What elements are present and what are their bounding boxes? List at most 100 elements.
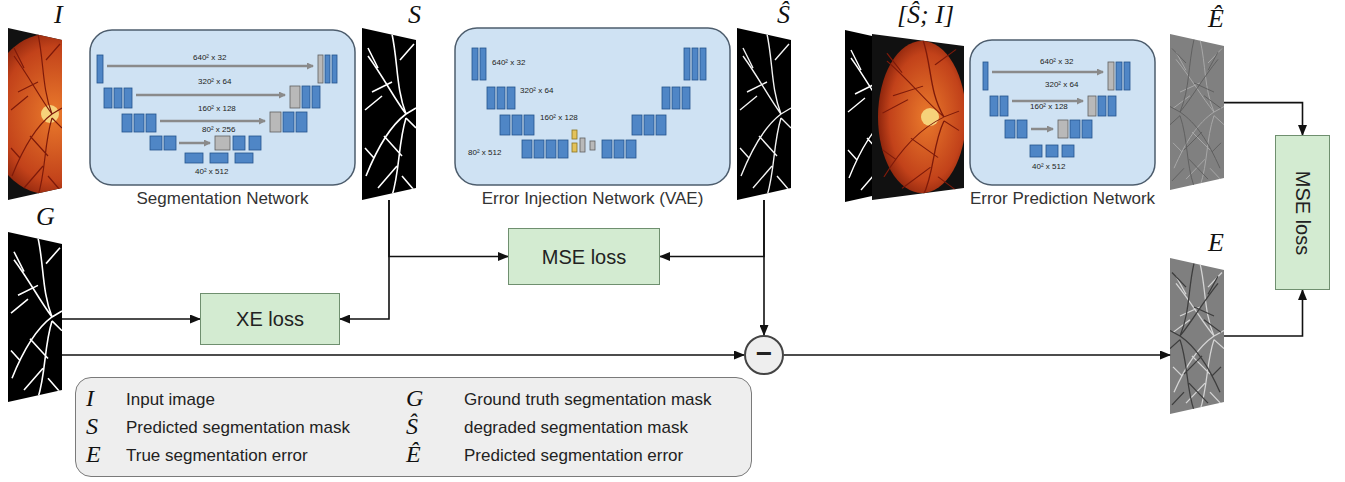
illustration-part <box>0 28 110 200</box>
legend-text: Input image <box>126 390 215 410</box>
legend-text: Predicted segmentation mask <box>126 418 350 438</box>
legend-symbol: G <box>406 386 423 410</box>
legend-text: True segmentation error <box>126 446 308 466</box>
illustration-part <box>737 28 791 200</box>
legend-symbol: Ŝ <box>406 414 418 438</box>
illustration-part <box>1170 34 1224 190</box>
illustration-part <box>970 40 1155 185</box>
loss-label: XE loss <box>236 307 304 331</box>
illustration-part <box>662 87 670 109</box>
illustration-part <box>1030 145 1042 157</box>
illustration-part <box>150 136 162 150</box>
layer-size-label: 160² x 128 <box>1030 102 1068 112</box>
loss-label: MSE loss <box>542 245 626 269</box>
illustration-part <box>1000 96 1008 116</box>
illustration-part <box>114 88 122 108</box>
illustration-part <box>737 28 791 200</box>
illustration-part <box>1005 120 1015 138</box>
illustration-part <box>1116 62 1122 90</box>
network-caption: Error Injection Network (VAE) <box>482 189 704 209</box>
illustration-part <box>455 28 730 185</box>
illustration-part <box>614 140 624 158</box>
network-caption: Error Prediction Network <box>970 189 1155 209</box>
illustration-part <box>136 94 285 97</box>
illustration-part <box>883 40 960 196</box>
layer-size-label: 640² x 32 <box>492 58 525 68</box>
illustration-part <box>572 130 577 139</box>
illustration-part <box>215 136 230 150</box>
illustration-part <box>472 48 706 158</box>
illustration-part <box>146 114 156 132</box>
illustration-part <box>684 48 690 80</box>
illustration-part <box>644 115 654 135</box>
arrow-connector <box>340 200 389 319</box>
network-box: 640² x 32320² x 64160² x 12880² x 512Err… <box>455 28 730 185</box>
illustration-part <box>480 48 486 80</box>
illustration-part <box>210 153 228 163</box>
illustration-part <box>872 34 966 200</box>
illustration-part <box>1108 96 1116 116</box>
illustration-part <box>1058 120 1068 138</box>
image-panel: I <box>8 28 62 200</box>
layer-size-label: 40² x 512 <box>1032 162 1065 172</box>
illustration-part <box>572 143 577 152</box>
illustration-part <box>11 238 62 398</box>
illustration-part <box>580 138 585 152</box>
illustration-part <box>590 141 595 150</box>
illustration-part <box>1170 34 1224 190</box>
illustration-part <box>507 87 515 109</box>
illustration-part <box>512 115 522 135</box>
illustration-part <box>270 112 281 132</box>
illustration-part <box>164 136 176 150</box>
illustration-part <box>1170 258 1224 414</box>
illustration-part <box>546 140 556 158</box>
illustration-part <box>1170 258 1224 414</box>
arrow-connector <box>62 318 200 320</box>
illustration-part <box>700 48 706 80</box>
illustration-part <box>302 86 310 108</box>
layer-size-label: 640² x 32 <box>193 53 226 63</box>
image-panel: G <box>8 232 62 402</box>
illustration-part <box>185 153 203 163</box>
illustration-part <box>602 140 612 158</box>
illustration-part <box>362 28 416 200</box>
arrow-connector <box>660 200 764 257</box>
illustration-part <box>983 62 1130 157</box>
image-label: G <box>36 204 55 230</box>
image-panel: S <box>362 28 416 200</box>
loss-label: MSE loss <box>1291 170 1315 254</box>
illustration-part <box>1170 263 1221 410</box>
illustration-part <box>682 87 690 109</box>
illustration-part <box>1170 263 1221 410</box>
illustration-part <box>883 40 960 196</box>
illustration-part <box>740 34 791 196</box>
illustration-part <box>8 232 62 402</box>
illustration-part <box>365 34 416 196</box>
illustration-part <box>1088 96 1096 116</box>
arrow-connector <box>62 354 744 356</box>
illustration-part <box>8 232 62 402</box>
illustration-part <box>983 62 988 90</box>
illustration-part <box>524 115 534 135</box>
illustration-part <box>160 120 265 123</box>
illustration-part <box>362 28 416 200</box>
arrow-connector <box>389 200 508 257</box>
illustration-part <box>558 140 568 158</box>
layer-size-label: 80² x 512 <box>468 148 501 158</box>
illustration-part <box>249 136 261 150</box>
illustration-part <box>872 34 966 200</box>
symbol-legend: IInput imageGGround truth segmentation m… <box>75 377 752 477</box>
image-panel: Ê <box>1170 34 1224 190</box>
illustration-part <box>325 55 330 83</box>
illustration-part <box>11 34 62 196</box>
illustration-part <box>235 153 253 163</box>
image-label: E <box>1208 230 1224 256</box>
legend-text: degraded segmentation mask <box>464 418 688 438</box>
illustration-part <box>1082 120 1092 138</box>
image-panel: Ŝ <box>737 28 791 200</box>
image-label: Ê <box>1208 6 1224 32</box>
layer-size-label: 160² x 128 <box>540 113 578 123</box>
illustration-part <box>107 65 313 68</box>
arrow-connector <box>763 200 765 335</box>
